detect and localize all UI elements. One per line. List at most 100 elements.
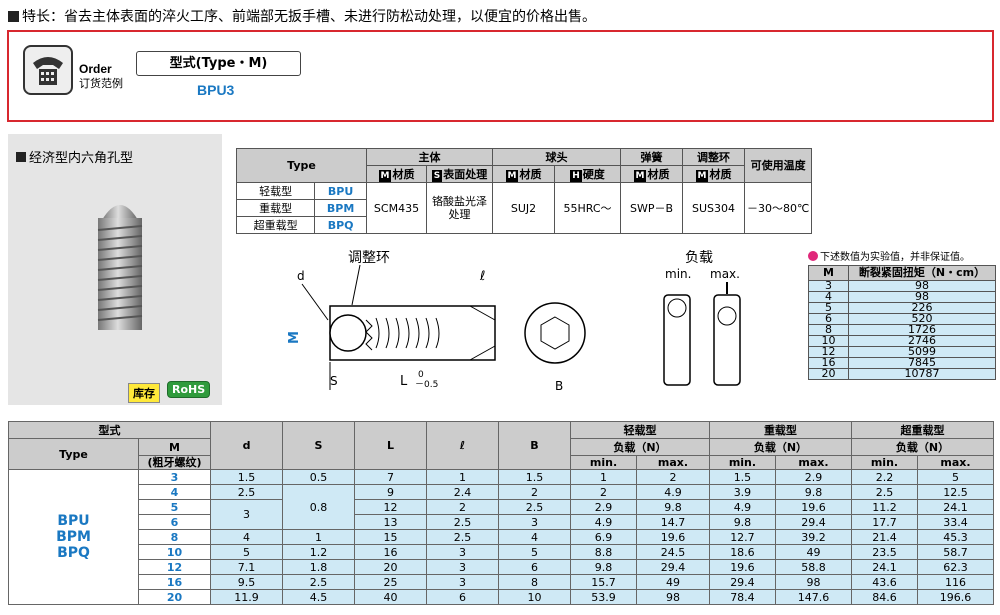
table-cell: 超重载型 — [235, 216, 316, 234]
table-cell: 3 — [498, 514, 571, 530]
table-cell: 16 — [354, 544, 427, 560]
table-cell: 24.1 — [917, 499, 994, 515]
table-cell: 8 — [138, 529, 211, 545]
table-cell: 2 — [636, 469, 710, 485]
panel-title: 经济型内六角孔型 — [16, 147, 133, 166]
technical-drawing: 调整环 d ℓ M S L 0 －0.5 B 负载 min. max. — [287, 250, 741, 393]
table-cell: min. — [708, 455, 776, 470]
text-fragment: M — [505, 170, 519, 182]
table-cell: 196.6 — [917, 589, 994, 605]
table-cell: min. — [850, 455, 919, 470]
table-cell: 7 — [354, 469, 427, 485]
text-fragment: 下述数值为实验值，并非保证值。 — [820, 252, 970, 263]
table-cell: 12.7 — [708, 529, 776, 545]
table-cell: 11.2 — [850, 499, 919, 515]
stock-badge: 库存 — [128, 383, 160, 403]
table-cell: 58.7 — [917, 544, 994, 560]
table-cell: 10 — [498, 589, 571, 605]
table-cell: B — [498, 421, 571, 470]
table-cell: 12.5 — [917, 484, 994, 500]
table-cell: 24.1 — [850, 559, 919, 575]
text-fragment: BPU — [57, 513, 90, 529]
table-cell: 重载型 — [235, 199, 316, 217]
table-cell: 1.5 — [498, 469, 571, 485]
table-cell: 2 — [569, 484, 638, 500]
table-cell: 轻载型 — [570, 421, 710, 439]
table-cell: SWP－B — [620, 182, 683, 234]
table-cell: 4.9 — [636, 484, 710, 500]
table-cell: 2 — [426, 499, 499, 515]
table-cell: 1 — [569, 469, 638, 485]
table-cell: 2.5 — [498, 499, 571, 515]
table-cell: 98 — [774, 574, 852, 590]
table-cell: 5 — [138, 499, 211, 515]
table-cell: 2.5 — [426, 529, 499, 545]
table-cell: 9.8 — [636, 499, 710, 515]
type-label-box: 型式(Type・M) — [136, 51, 301, 76]
table-cell: 84.6 — [850, 589, 919, 605]
table-cell: 19.6 — [774, 499, 852, 515]
torque-note: 下述数值为实验值，并非保证值。 — [808, 248, 970, 263]
table-cell: 29.4 — [636, 559, 710, 575]
table-cell: 球头 — [492, 148, 621, 166]
table-cell: 3 — [426, 559, 499, 575]
table-cell: 负载（N） — [570, 438, 710, 456]
table-cell: 3 — [426, 544, 499, 560]
table-cell: 3 — [210, 499, 283, 530]
load-label: 负载 — [685, 250, 713, 266]
table-cell: 3.9 — [708, 484, 776, 500]
table-cell: Type — [236, 148, 367, 183]
table-cell: 负载（N） — [708, 438, 852, 456]
text-fragment: 材质 — [519, 168, 542, 181]
table-cell: 23.5 — [850, 544, 919, 560]
table-cell: 可使用温度 — [743, 148, 813, 183]
dim-L: L — [400, 374, 408, 389]
table-cell: 62.3 — [917, 559, 994, 575]
text-fragment — [8, 11, 19, 22]
table-cell: M — [138, 438, 211, 456]
text-fragment: BPQ — [57, 545, 90, 561]
table-cell: 0.8 — [282, 484, 355, 530]
table-cell: 2.4 — [426, 484, 499, 500]
table-cell: 11.9 — [210, 589, 283, 605]
table-cell: 25 — [354, 574, 427, 590]
table-cell: 147.6 — [774, 589, 852, 605]
ring-label: 调整环 — [348, 250, 390, 266]
table-cell: 3 — [138, 469, 211, 485]
table-cell: 主体 — [366, 148, 493, 166]
table-cell: 1.5 — [708, 469, 776, 485]
table-cell: 53.9 — [569, 589, 638, 605]
table-cell: 负载（N） — [850, 438, 995, 456]
table-cell: 8 — [498, 574, 571, 590]
table-cell: 49 — [774, 544, 852, 560]
text-fragment: 订货范例 — [79, 77, 123, 90]
table-cell: S — [282, 421, 355, 470]
load-max: max. — [710, 267, 740, 281]
table-cell: 2.5 — [282, 574, 355, 590]
table-cell: 20 — [354, 559, 427, 575]
table-cell: 13 — [354, 514, 427, 530]
rohs-badge: RoHS — [167, 381, 211, 398]
table-cell: 2.2 — [850, 469, 919, 485]
table-cell: 24.5 — [636, 544, 710, 560]
table-cell: 9.8 — [774, 484, 852, 500]
phone-order-icon — [23, 45, 73, 95]
text-fragment — [16, 152, 26, 162]
table-cell: 10787 — [848, 368, 996, 380]
text-fragment: 材质 — [392, 168, 415, 181]
table-cell: 19.6 — [708, 559, 776, 575]
table-cell: 1.5 — [210, 469, 283, 485]
table-cell: 2.5 — [850, 484, 919, 500]
table-cell: 4 — [210, 529, 283, 545]
table-cell: 55HRC～ — [554, 182, 621, 234]
text-fragment: 硬度 — [582, 168, 605, 181]
table-cell: 9.5 — [210, 574, 283, 590]
text-fragment: M — [633, 170, 647, 182]
